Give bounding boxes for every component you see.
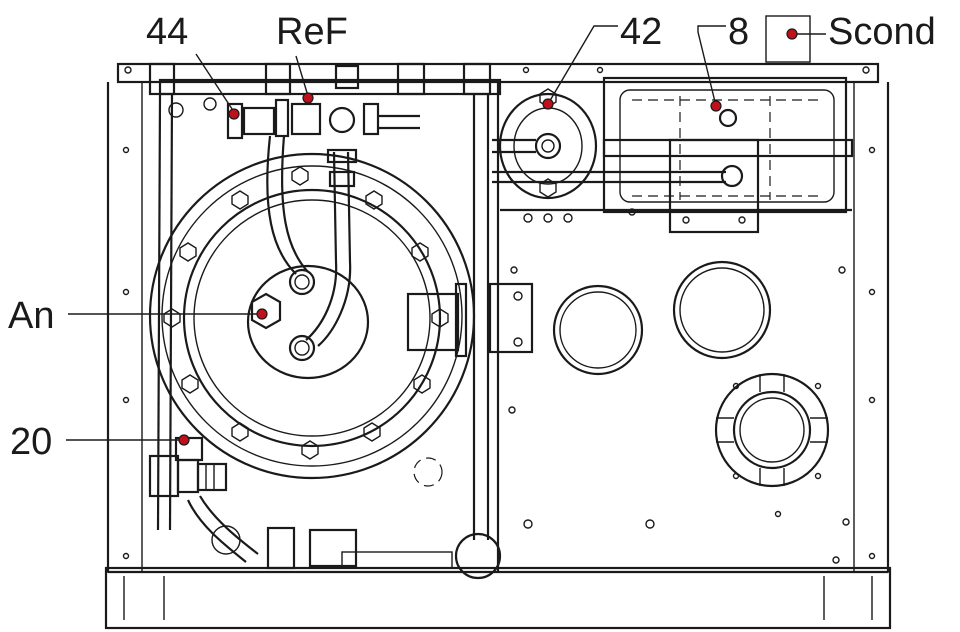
marker-scond[interactable] bbox=[786, 28, 798, 40]
label-44: 44 bbox=[146, 11, 188, 53]
marker-20[interactable] bbox=[178, 434, 190, 446]
expansion-area bbox=[492, 15, 854, 234]
marker-44[interactable] bbox=[228, 108, 240, 120]
labels: 44 ReF 42 8 Scond An 20 bbox=[8, 11, 936, 463]
marker-ref[interactable] bbox=[302, 92, 314, 104]
markers bbox=[178, 28, 798, 446]
marker-8[interactable] bbox=[710, 100, 722, 112]
label-42: 42 bbox=[620, 11, 662, 53]
casing bbox=[104, 62, 892, 630]
label-scond: Scond bbox=[828, 11, 936, 53]
label-8: 8 bbox=[728, 11, 749, 53]
label-an: An bbox=[8, 295, 54, 337]
drain-valve bbox=[148, 436, 502, 580]
label-ref: ReF bbox=[276, 11, 348, 53]
marker-42[interactable] bbox=[542, 98, 554, 110]
right-panel bbox=[500, 208, 852, 564]
label-20: 20 bbox=[10, 421, 52, 463]
callout-lines bbox=[66, 25, 826, 441]
water-tank bbox=[148, 135, 534, 487]
header-pipe bbox=[148, 62, 502, 540]
marker-an[interactable] bbox=[256, 308, 268, 320]
